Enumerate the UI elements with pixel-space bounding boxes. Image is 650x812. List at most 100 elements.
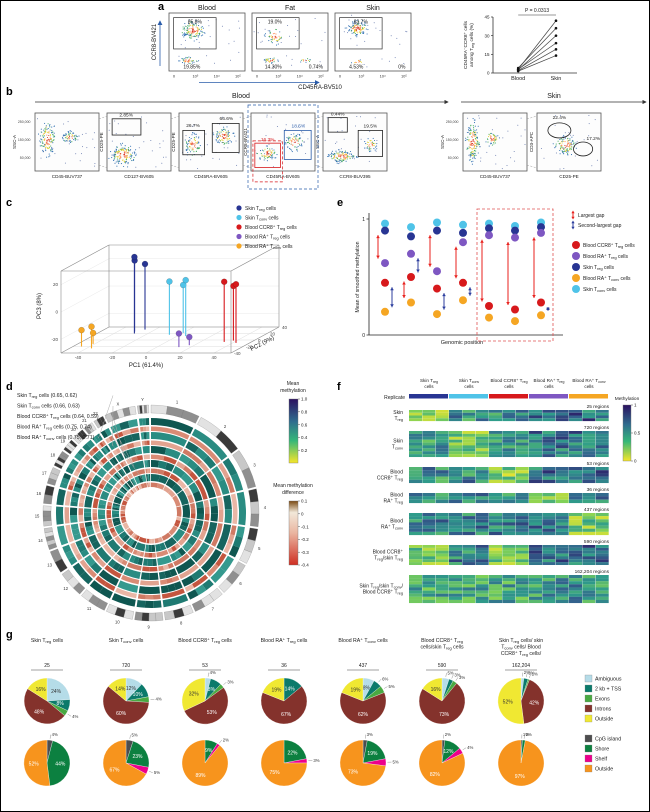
methylation-ring-segment: [120, 468, 126, 476]
circle: [65, 133, 67, 135]
circle: [184, 58, 186, 60]
gate: [327, 117, 348, 133]
circle: [376, 148, 378, 150]
difference-ring-segment: [81, 458, 88, 465]
circle: [350, 38, 352, 40]
legend-dot: [236, 224, 242, 230]
methylation-ring-segment: [95, 547, 112, 564]
difference-ring-segment: [140, 580, 160, 586]
rect: [422, 559, 436, 563]
circle: [182, 59, 184, 61]
methylation-ring-segment: [99, 586, 113, 599]
rect: [555, 470, 569, 474]
tspan: Skin: [393, 410, 403, 416]
circle: [278, 35, 280, 37]
circle: [289, 35, 290, 37]
circle: [197, 27, 199, 29]
circle: [570, 148, 572, 150]
circle: [294, 141, 297, 143]
methylation-ring-segment: [93, 474, 102, 483]
grid-line: [60, 258, 110, 285]
difference-ring-segment: [120, 513, 126, 517]
difference-ring-segment: [225, 476, 235, 493]
difference-ring-segment: [96, 488, 103, 495]
rect: [449, 445, 462, 449]
tspan: CD45RA-BV510: [298, 85, 342, 91]
circle: [295, 135, 297, 137]
circle: [471, 163, 473, 165]
rect: [515, 528, 529, 532]
circle: [573, 143, 575, 145]
rect: [475, 596, 489, 600]
circle: [53, 125, 55, 127]
circle: [143, 141, 145, 143]
rect: [582, 445, 596, 449]
circle: [198, 141, 200, 143]
circle: [48, 156, 50, 158]
circle: [566, 145, 568, 148]
circle: [478, 144, 481, 146]
rect: [462, 410, 476, 413]
rect: [529, 442, 542, 446]
tspan: Mean methylation: [273, 483, 313, 489]
difference-ring-segment: [92, 509, 98, 513]
methylation-dot: [485, 224, 493, 233]
circle: [488, 136, 490, 138]
circle: [338, 159, 340, 161]
methylation-ring-segment: [144, 460, 147, 468]
tspan: 7: [212, 606, 215, 611]
y-tick: 0: [362, 333, 365, 339]
circle: [355, 61, 357, 63]
rect: [435, 593, 449, 597]
rect: [569, 593, 582, 597]
rect: [435, 522, 449, 526]
circle: [302, 132, 304, 134]
circle: [189, 63, 191, 65]
difference-ring-segment: [88, 471, 96, 479]
circle: [293, 136, 295, 138]
x-axis-label: CD25-PE: [559, 174, 578, 179]
methylation-ring-segment: [151, 473, 160, 482]
path: [442, 293, 446, 297]
tspan: 4%: [155, 697, 161, 702]
methylation-dot: [459, 238, 467, 247]
circle: [232, 132, 234, 134]
circle: [566, 148, 568, 150]
circle: [133, 153, 136, 155]
circle: [374, 149, 376, 151]
circle: [567, 141, 569, 143]
circle: [223, 143, 225, 145]
rect: [555, 593, 569, 597]
tspan: reg: [53, 415, 59, 420]
tspan: T: [256, 206, 259, 212]
path: [416, 258, 420, 262]
circle: [476, 129, 478, 131]
circle: [111, 140, 113, 142]
rect: [449, 593, 462, 597]
circle: [150, 140, 152, 141]
methylation-dot: [485, 231, 493, 240]
path: [454, 246, 458, 250]
rect: [529, 584, 542, 588]
methylation-ring-segment: [186, 458, 199, 471]
difference-ring-segment: [140, 483, 145, 489]
data-point: [554, 34, 558, 37]
difference-ring-segment: [174, 522, 180, 528]
pie-label: 14%: [285, 687, 296, 693]
tspan: 19: [60, 438, 65, 443]
methylation-ring-segment: [74, 482, 83, 489]
chromosome-label: 19: [60, 438, 65, 443]
circle: [350, 26, 352, 28]
rect: [542, 516, 556, 520]
methylation-ring-segment: [81, 466, 91, 476]
tspan: 22: [93, 411, 98, 416]
y-axis-label: CD45RA⁻CCR8⁺ cells: [463, 20, 469, 69]
rect: [529, 516, 542, 520]
methylation-ring-segment: [199, 474, 216, 499]
rect: [502, 516, 516, 520]
circle: [297, 138, 299, 140]
ring-leader-line: [98, 395, 114, 439]
methylation-ring-segment: [208, 521, 218, 534]
circle: [39, 140, 41, 142]
